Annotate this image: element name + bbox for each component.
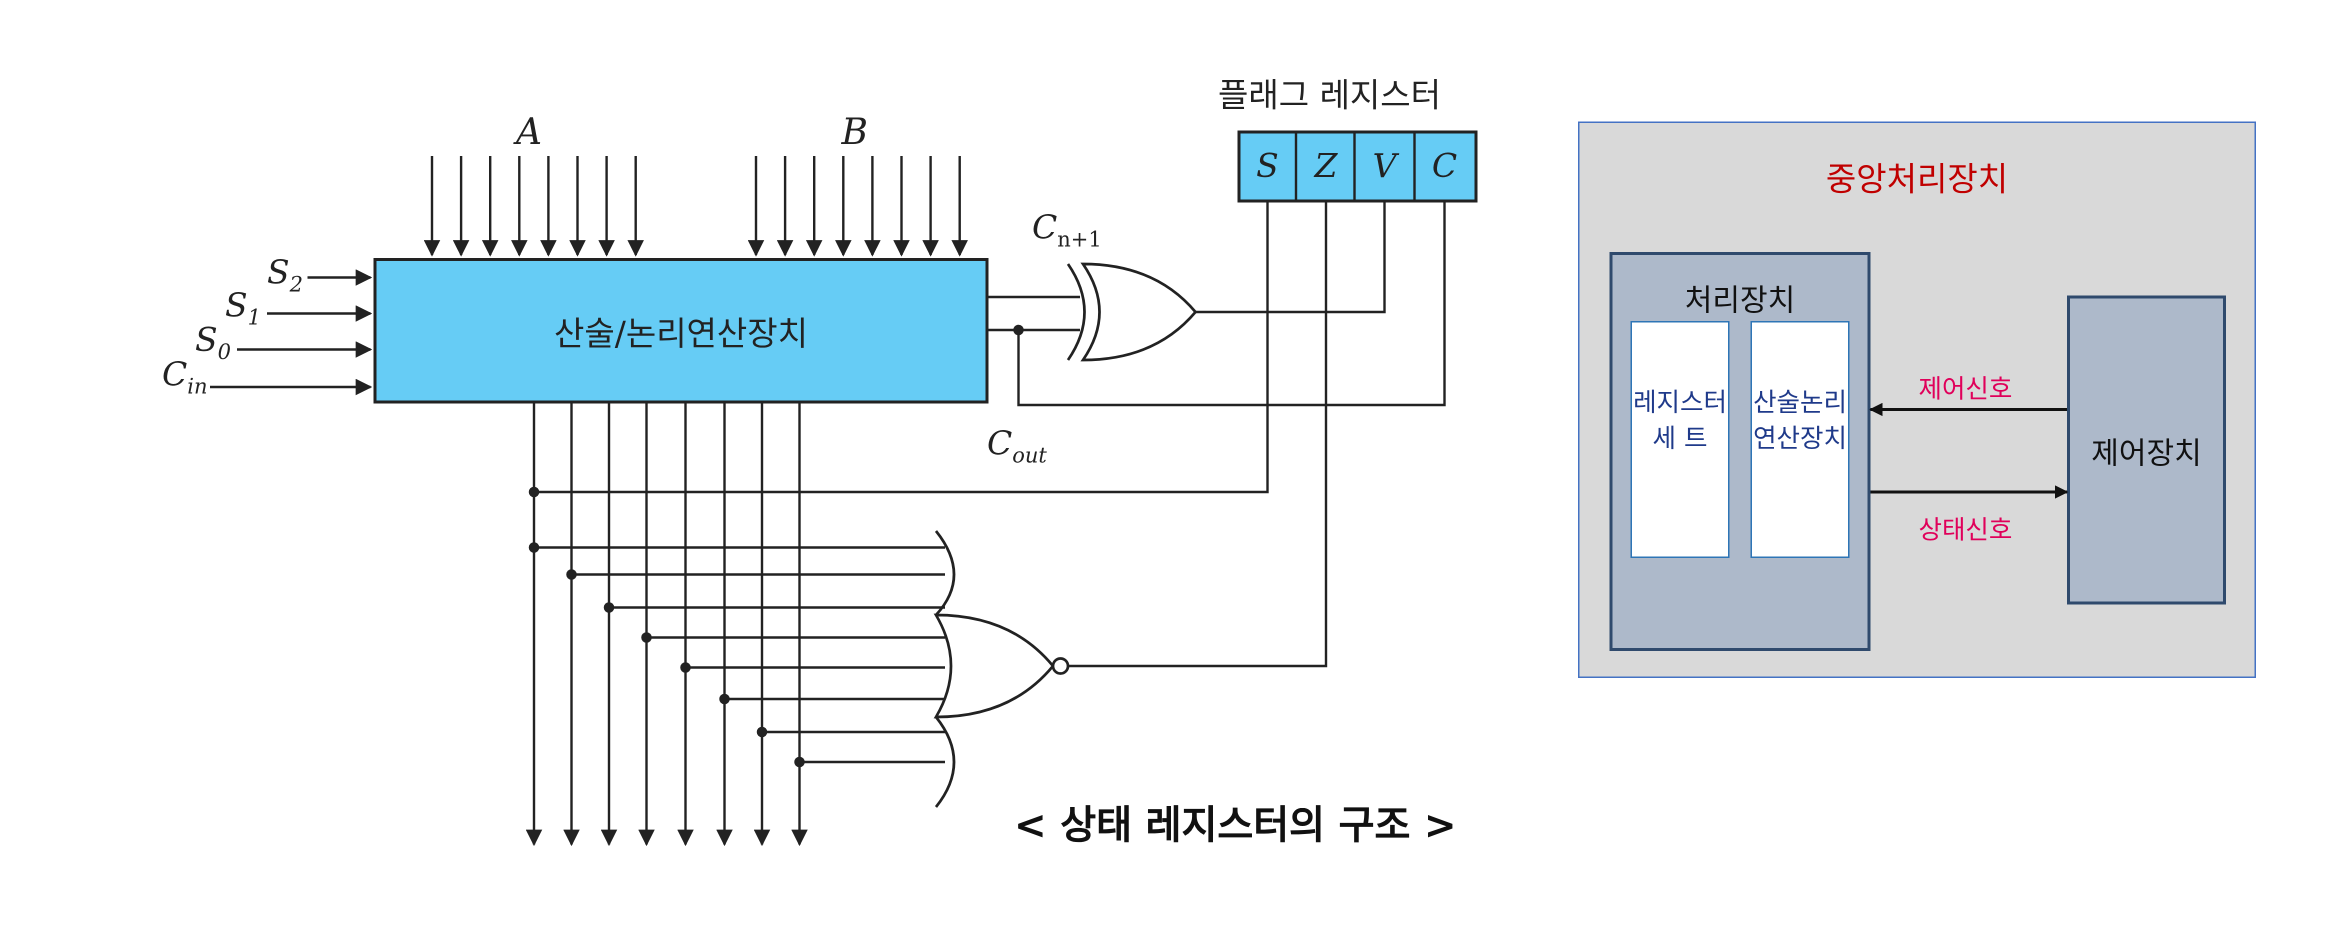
flag-c: C	[1431, 147, 1458, 186]
signal-arrows	[1869, 402, 2069, 499]
carry-in-label: Cin	[162, 357, 208, 400]
alu-box-line2: 연산장치	[1753, 424, 1847, 455]
alu-label: 산술/논리연산장치	[553, 315, 809, 354]
control-unit: 제어장치	[2067, 295, 2226, 605]
alu-flag-circuit	[210, 130, 1478, 847]
register-set-line2: 세 트	[1652, 424, 1708, 455]
nor-gate	[933, 530, 1070, 808]
xor-gate	[1066, 262, 1198, 362]
flag-z: Z	[1314, 147, 1338, 186]
junction-dot	[1013, 324, 1024, 336]
carry-n1-label: Cn+1	[1032, 210, 1102, 253]
carry-out-label: Cout	[987, 426, 1047, 469]
alu-block	[373, 258, 989, 404]
control-signal-label: 제어신호	[1918, 375, 2013, 405]
junction-dot	[528, 486, 540, 498]
junction-dot	[566, 569, 577, 580]
flag-s: S	[1256, 147, 1279, 186]
junction-dot	[680, 662, 691, 673]
status-signal-label: 상태신호	[1918, 516, 2013, 546]
junction-dot	[756, 726, 768, 738]
xor-to-v-flag-wire	[1195, 201, 1386, 314]
junction-dot	[641, 632, 652, 643]
register-set-box: 레지스터 세 트	[1630, 321, 1730, 558]
processing-unit-title: 처리장치	[1684, 282, 1796, 318]
cpu-title: 중앙처리장치	[1825, 162, 2009, 200]
junction-dot	[794, 756, 805, 768]
select-s2-label: S2	[267, 255, 303, 298]
input-b-label: B	[841, 111, 868, 153]
nor-to-z-flag-wire	[1068, 201, 1328, 668]
processing-unit: 처리장치 레지스터 세 트 산술논리 연산장치	[1609, 252, 1871, 651]
select-s0-label: S0	[195, 322, 231, 366]
input-a-label: A	[516, 111, 543, 153]
junction-dot	[528, 542, 540, 553]
junction-dot	[603, 602, 615, 613]
flag-register	[1237, 130, 1478, 203]
flag-v: V	[1372, 147, 1397, 186]
register-set-line1: 레지스터	[1633, 388, 1727, 419]
msb-to-s-flag-wire	[534, 201, 1269, 494]
alu-box: 산술논리 연산장치	[1750, 321, 1850, 558]
flag-register-title: 플래그 레지스터	[1218, 78, 1442, 116]
select-s1-label: S1	[225, 288, 261, 331]
alu-box-line1: 산술논리	[1753, 388, 1847, 419]
cpu-diagram: 중앙처리장치 처리장치 레지스터 세 트 산술논리 연산장치 제어장치 제어신호…	[1578, 121, 2256, 678]
figure-caption: < 상태 레지스터의 구조 >	[1014, 804, 1457, 849]
carry-out-to-c-flag-wire	[1017, 201, 1446, 407]
junction-dot	[719, 693, 730, 705]
